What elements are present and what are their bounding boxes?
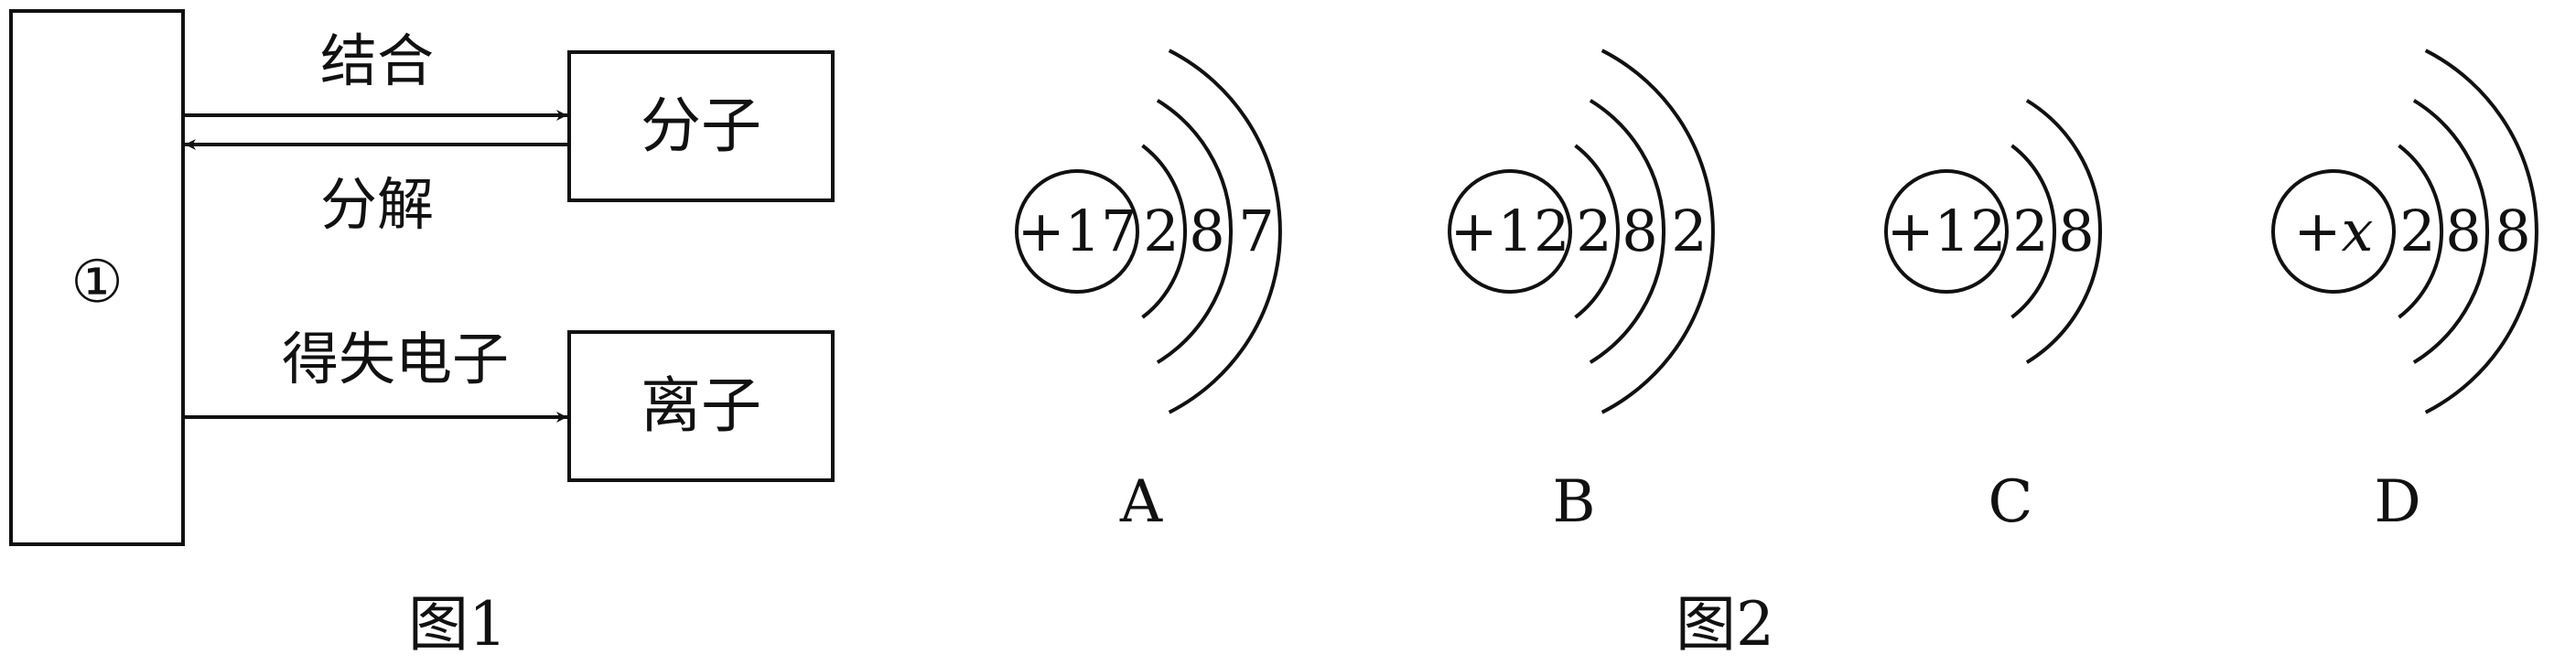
electron-shell-arc	[2398, 144, 2444, 319]
molecule-box	[567, 50, 835, 202]
nucleus-charge-label: +17	[1018, 198, 1137, 264]
molecule-box-label: 分子	[641, 91, 761, 161]
figure-1: ① 分子 离子 结合 分解 得失电子 图1	[9, 9, 835, 660]
nucleus-circle	[1884, 169, 2009, 294]
electron-transfer-arrow-label: 得失电子	[282, 326, 509, 392]
option-label-d: D	[2374, 468, 2420, 536]
option-label-b: B	[1552, 468, 1595, 536]
figure-1-caption: 图1	[408, 589, 507, 660]
electron-shell-arc	[1156, 99, 1234, 364]
ion-box-label: 离子	[641, 370, 761, 441]
shell-electron-count: 7	[1238, 198, 1274, 264]
shell-electron-count: 8	[1189, 198, 1224, 264]
shell-electron-count: 2	[2012, 198, 2048, 264]
electron-shell-arc	[1601, 48, 1715, 414]
shell-electron-count: 8	[2445, 198, 2481, 264]
electron-shell-arc	[2010, 144, 2057, 319]
main-box-label: ①	[70, 249, 123, 316]
shell-electron-count: 8	[2495, 198, 2530, 264]
electron-shell-arc	[1589, 99, 1666, 364]
ion-box	[567, 330, 835, 482]
shell-electron-count: 2	[1143, 198, 1179, 264]
shell-electron-count: 8	[1622, 198, 1657, 264]
electron-shell-arc	[2424, 48, 2538, 414]
nucleus-circle	[1448, 169, 1572, 294]
shell-electron-count: 2	[1576, 198, 1611, 264]
shell-electron-count: 2	[2399, 198, 2435, 264]
electron-shell-arc	[2412, 99, 2490, 364]
nucleus-circle	[1015, 169, 1139, 294]
nucleus-circle	[2271, 169, 2396, 294]
combine-arrow-label: 结合	[320, 27, 434, 94]
nucleus-charge-label: +12	[1887, 198, 2007, 264]
electron-shell-arc	[1141, 144, 1188, 319]
electron-shell-arc	[2025, 99, 2103, 364]
nucleus-charge-label: +x	[2294, 198, 2374, 264]
option-label-a: A	[1119, 468, 1163, 536]
option-label-c: C	[1989, 468, 2033, 536]
shell-electron-count: 8	[2058, 198, 2094, 264]
main-box	[9, 9, 185, 546]
figure-2-caption: 图2	[1676, 589, 1774, 660]
shell-electron-count: 2	[1671, 198, 1707, 264]
electron-shell-arc	[1574, 144, 1621, 319]
electron-shell-arc	[1168, 48, 1282, 414]
decompose-arrow-label: 分解	[320, 171, 434, 238]
nucleus-charge-label: +12	[1450, 198, 1570, 264]
